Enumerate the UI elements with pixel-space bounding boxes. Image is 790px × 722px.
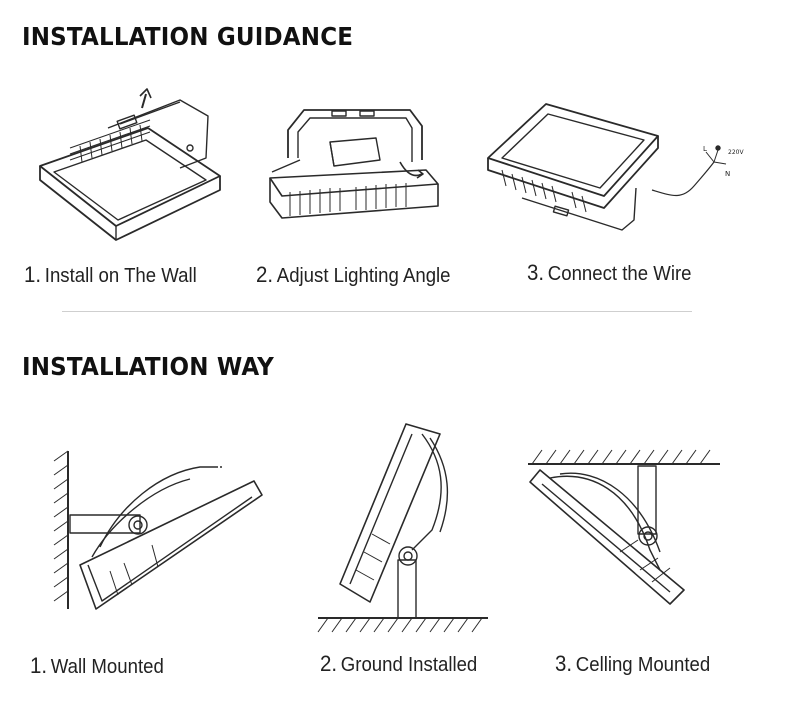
method-label: Celling Mounted <box>575 654 711 676</box>
method-number: 2. <box>320 651 338 676</box>
step-number: 3. <box>527 260 545 285</box>
method-number: 3. <box>555 651 573 676</box>
wire-label-voltage: 220V <box>728 149 744 156</box>
step-number: 2. <box>256 262 274 287</box>
step-label: Install on The Wall <box>44 265 197 287</box>
adjust-angle-illustration <box>260 100 450 240</box>
wall-mounted-illustration <box>40 445 270 615</box>
step-caption: 2.Adjust Lighting Angle <box>256 262 451 288</box>
method-caption: 2.Ground Installed <box>320 651 477 677</box>
ceiling-mounted-illustration <box>520 440 730 615</box>
step-caption: 1.Install on The Wall <box>24 262 197 288</box>
step-number: 1. <box>24 262 42 287</box>
installation-guidance-title: INSTALLATION GUIDANCE <box>22 22 354 51</box>
wire-label-l: L <box>703 145 707 153</box>
method-caption: 3.Celling Mounted <box>555 651 710 677</box>
ground-installed-illustration <box>312 420 502 635</box>
installation-way-title: INSTALLATION WAY <box>22 352 274 381</box>
connect-wire-illustration <box>482 100 772 240</box>
method-label: Ground Installed <box>340 654 478 676</box>
wire-label-n: N <box>725 170 731 178</box>
install-on-wall-illustration <box>30 88 250 248</box>
method-number: 1. <box>30 653 48 678</box>
step-caption: 3.Connect the Wire <box>527 260 691 286</box>
step-label: Adjust Lighting Angle <box>276 265 451 287</box>
step-label: Connect the Wire <box>547 263 692 285</box>
method-caption: 1.Wall Mounted <box>30 653 164 679</box>
method-label: Wall Mounted <box>50 656 164 678</box>
section-divider <box>62 311 692 312</box>
